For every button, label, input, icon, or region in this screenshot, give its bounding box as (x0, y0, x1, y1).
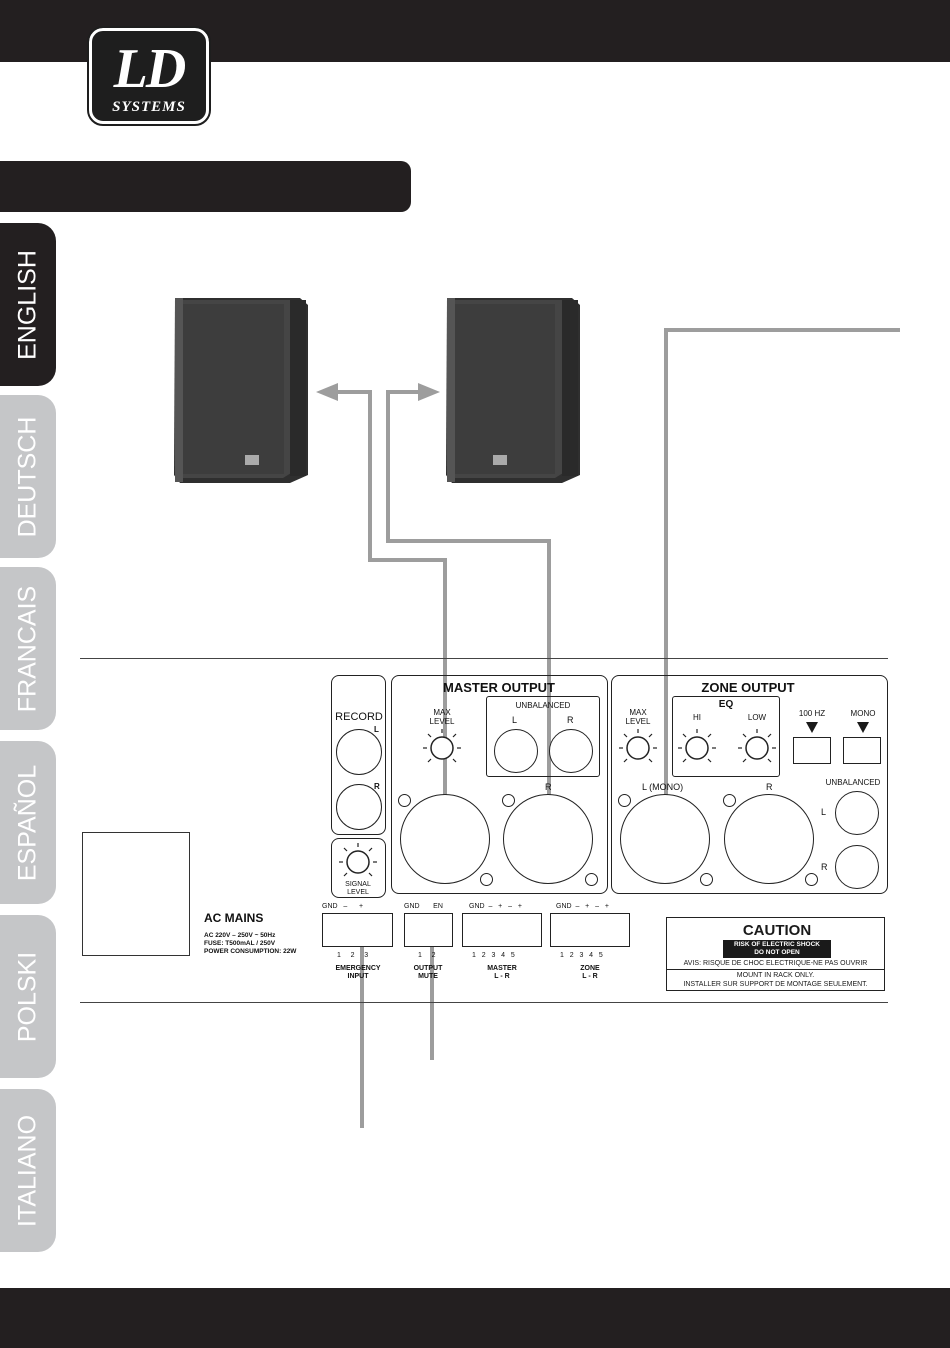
ac-mains-voltage: AC 220V – 250V ~ 50Hz (204, 932, 276, 939)
record-left-label: L (374, 725, 379, 734)
caution-label: CAUTION RISK OF ELECTRIC SHOCK DO NOT OP… (666, 917, 885, 991)
tab-english[interactable]: ENGLISH (0, 223, 56, 386)
caution-mount-fr: INSTALLER SUR SUPPORT DE MONTAGE SEULEME… (683, 981, 868, 988)
record-r-jack[interactable] (336, 784, 382, 830)
tab-espanol[interactable]: ESPAÑOL (0, 741, 56, 904)
emergency-terminal-numbers: 1 2 3 (337, 952, 369, 959)
zone-xlr-r-label: R (766, 782, 773, 792)
zone-100hz-label: 100 HZ (798, 709, 826, 718)
zone-screw-hole (618, 794, 631, 807)
caution-mount-en: MOUNT IN RACK ONLY. (736, 972, 815, 979)
output-mute-terminal[interactable] (404, 913, 453, 947)
master-unbalanced-label: UNBALANCED (515, 701, 571, 710)
tab-italiano[interactable]: ITALIANO (0, 1089, 56, 1252)
zone-max-level-label: MAX LEVEL (625, 708, 651, 726)
speaker-left-illustration (174, 298, 308, 483)
ld-systems-logo: LD SYSTEMS (87, 26, 211, 126)
ac-mains-title: AC MAINS (204, 911, 264, 925)
master-unbalanced-r-jack[interactable] (549, 729, 593, 773)
master-output-title: MASTER OUTPUT (443, 680, 555, 695)
zone-100hz-switch[interactable] (793, 737, 831, 764)
signal-level-panel (331, 838, 386, 898)
master-screw-hole (398, 794, 411, 807)
record-l-jack[interactable] (336, 729, 382, 775)
zone-screw-hole (805, 873, 818, 886)
zone-screw-hole (723, 794, 736, 807)
zone-eq-low-label: LOW (747, 713, 767, 722)
zone-unbalanced-l-jack[interactable] (835, 791, 879, 835)
record-panel (331, 675, 386, 835)
master-xlr-r-label: R (545, 782, 552, 792)
output-mute-label: OUTPUT MUTE (413, 965, 443, 980)
caution-avis-text: AVIS: RISQUE DE CHOC ELECTRIQUE-NE PAS O… (667, 960, 884, 970)
logo-sub-text: SYSTEMS (112, 99, 186, 115)
zone-terminal-pins: GND – + – + (556, 903, 609, 910)
zone-terminal-numbers: 1 2 3 4 5 (560, 952, 603, 959)
zone-output-title: ZONE OUTPUT (701, 680, 795, 695)
zone-xlr-l-jack[interactable] (620, 794, 710, 884)
zone-xlr-r-jack[interactable] (724, 794, 814, 884)
zone-mono-label: MONO (850, 709, 876, 718)
master-lr-label: MASTER L - R (487, 965, 517, 980)
zone-lr-label: ZONE L - R (580, 965, 600, 980)
logo-main-text: LD (113, 38, 187, 100)
ac-mains-power: POWER CONSUMPTION: 22W (204, 948, 297, 955)
master-xlr-r-jack[interactable] (503, 794, 593, 884)
zone-xlr-l-mono-label: L (MONO) (642, 782, 684, 792)
master-max-level-label: MAX LEVEL (429, 708, 455, 726)
caution-risk-text: RISK OF ELECTRIC SHOCK (734, 941, 820, 948)
emergency-terminal-pins: GND – + (322, 903, 364, 910)
emergency-input-label: EMERGENCY INPUT (335, 965, 381, 980)
record-title: RECORD (335, 711, 383, 723)
zone-mono-switch[interactable] (843, 737, 881, 764)
master-xlr-l-jack[interactable] (400, 794, 490, 884)
speaker-right-illustration (446, 298, 580, 483)
master-lr-terminal[interactable] (462, 913, 542, 947)
mute-terminal-numbers: 1 2 (418, 952, 436, 959)
master-unbalanced-l-jack[interactable] (494, 729, 538, 773)
master-output-panel (391, 675, 608, 894)
zone-eq-label: EQ (718, 699, 734, 710)
zone-unbalanced-label: UNBALANCED (825, 778, 881, 787)
zone-lr-terminal[interactable] (550, 913, 630, 947)
master-screw-hole (502, 794, 515, 807)
panel-top-rule (80, 658, 888, 659)
master-screw-hole (585, 873, 598, 886)
zone-unbalanced-r-jack[interactable] (835, 845, 879, 889)
zone-unbalanced-l-label: L (821, 807, 827, 817)
panel-bottom-rule (80, 1002, 888, 1003)
master-unbalanced-r-label: R (567, 715, 574, 725)
tab-deutsch[interactable]: DEUTSCH (0, 395, 56, 558)
record-right-label: R (374, 782, 380, 791)
zone-screw-hole (700, 873, 713, 886)
zone-unbalanced-r-label: R (821, 862, 828, 872)
zone-eq-box (672, 696, 780, 777)
ac-mains-fuse: FUSE: T500mAL / 250V (204, 940, 276, 947)
zone-output-panel (611, 675, 888, 894)
tab-francais[interactable]: FRANCAIS (0, 567, 56, 730)
signal-level-label: SIGNAL LEVEL (345, 881, 371, 896)
caution-title: CAUTION (742, 922, 812, 939)
ac-inlet-box (82, 832, 190, 956)
bottom-footer-bar (0, 1288, 950, 1348)
caution-mount-text: MOUNT IN RACK ONLY. INSTALLER SUR SUPPOR… (667, 971, 884, 989)
master-terminal-numbers: 1 2 3 4 5 (472, 952, 515, 959)
caution-warning-block: RISK OF ELECTRIC SHOCK DO NOT OPEN (723, 940, 831, 958)
master-unbalanced-l-label: L (512, 715, 518, 725)
section-title-bar (0, 161, 411, 212)
caution-do-not-open-text: DO NOT OPEN (754, 949, 800, 956)
tab-polski[interactable]: POLSKI (0, 915, 56, 1078)
emergency-input-terminal[interactable] (322, 913, 393, 947)
master-terminal-pins: GND – + – + (469, 903, 522, 910)
master-screw-hole (480, 873, 493, 886)
master-unbalanced-box (486, 696, 600, 777)
zone-eq-hi-label: HI (693, 713, 701, 722)
mute-terminal-pins: GND EN (404, 903, 443, 910)
signal-cables (330, 328, 900, 1128)
